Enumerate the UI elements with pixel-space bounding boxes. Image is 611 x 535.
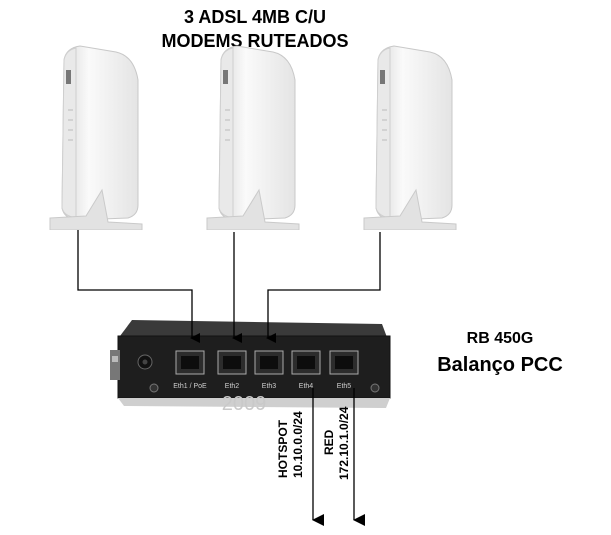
- port-label-eth3: Eth3: [262, 383, 277, 390]
- router-port-eth5: [329, 350, 359, 375]
- hotspot-network-label: 10.10.0.0/24: [291, 411, 305, 478]
- red-name-label: RED: [322, 429, 336, 455]
- adsl-modem-1: [49, 45, 143, 230]
- router-watermark: 2009: [222, 393, 267, 413]
- port-label-eth1: Eth1 / PoE: [173, 383, 207, 390]
- hotspot-name-label: HOTSPOT: [276, 419, 290, 478]
- port-label-eth2: Eth2: [225, 383, 240, 390]
- link-modem1-eth1: [77, 230, 200, 343]
- port-label-eth4: Eth4: [299, 383, 314, 390]
- router-port-eth4: [291, 350, 321, 375]
- router-port-eth3: [254, 350, 284, 375]
- router-subtitle-label: Balanço PCC: [437, 354, 563, 376]
- diagram-title-line2: MODEMS RUTEADOS: [161, 31, 349, 51]
- rb450g-router: Eth1 / PoE Eth2 Eth3 Eth4 Eth5 2009: [110, 320, 391, 413]
- port-label-eth5: Eth5: [337, 383, 352, 390]
- router-model-label: RB 450G: [466, 330, 534, 347]
- adsl-modem-3: [363, 45, 457, 230]
- link-modem3-eth3: [266, 232, 381, 343]
- router-port-eth1: [175, 350, 205, 375]
- diagram-title-line1: 3 ADSL 4MB C/U: [183, 7, 327, 27]
- red-network-label: 172.10.1.0/24: [337, 406, 351, 480]
- router-port-eth2: [217, 350, 247, 375]
- adsl-modem-2: [206, 45, 300, 230]
